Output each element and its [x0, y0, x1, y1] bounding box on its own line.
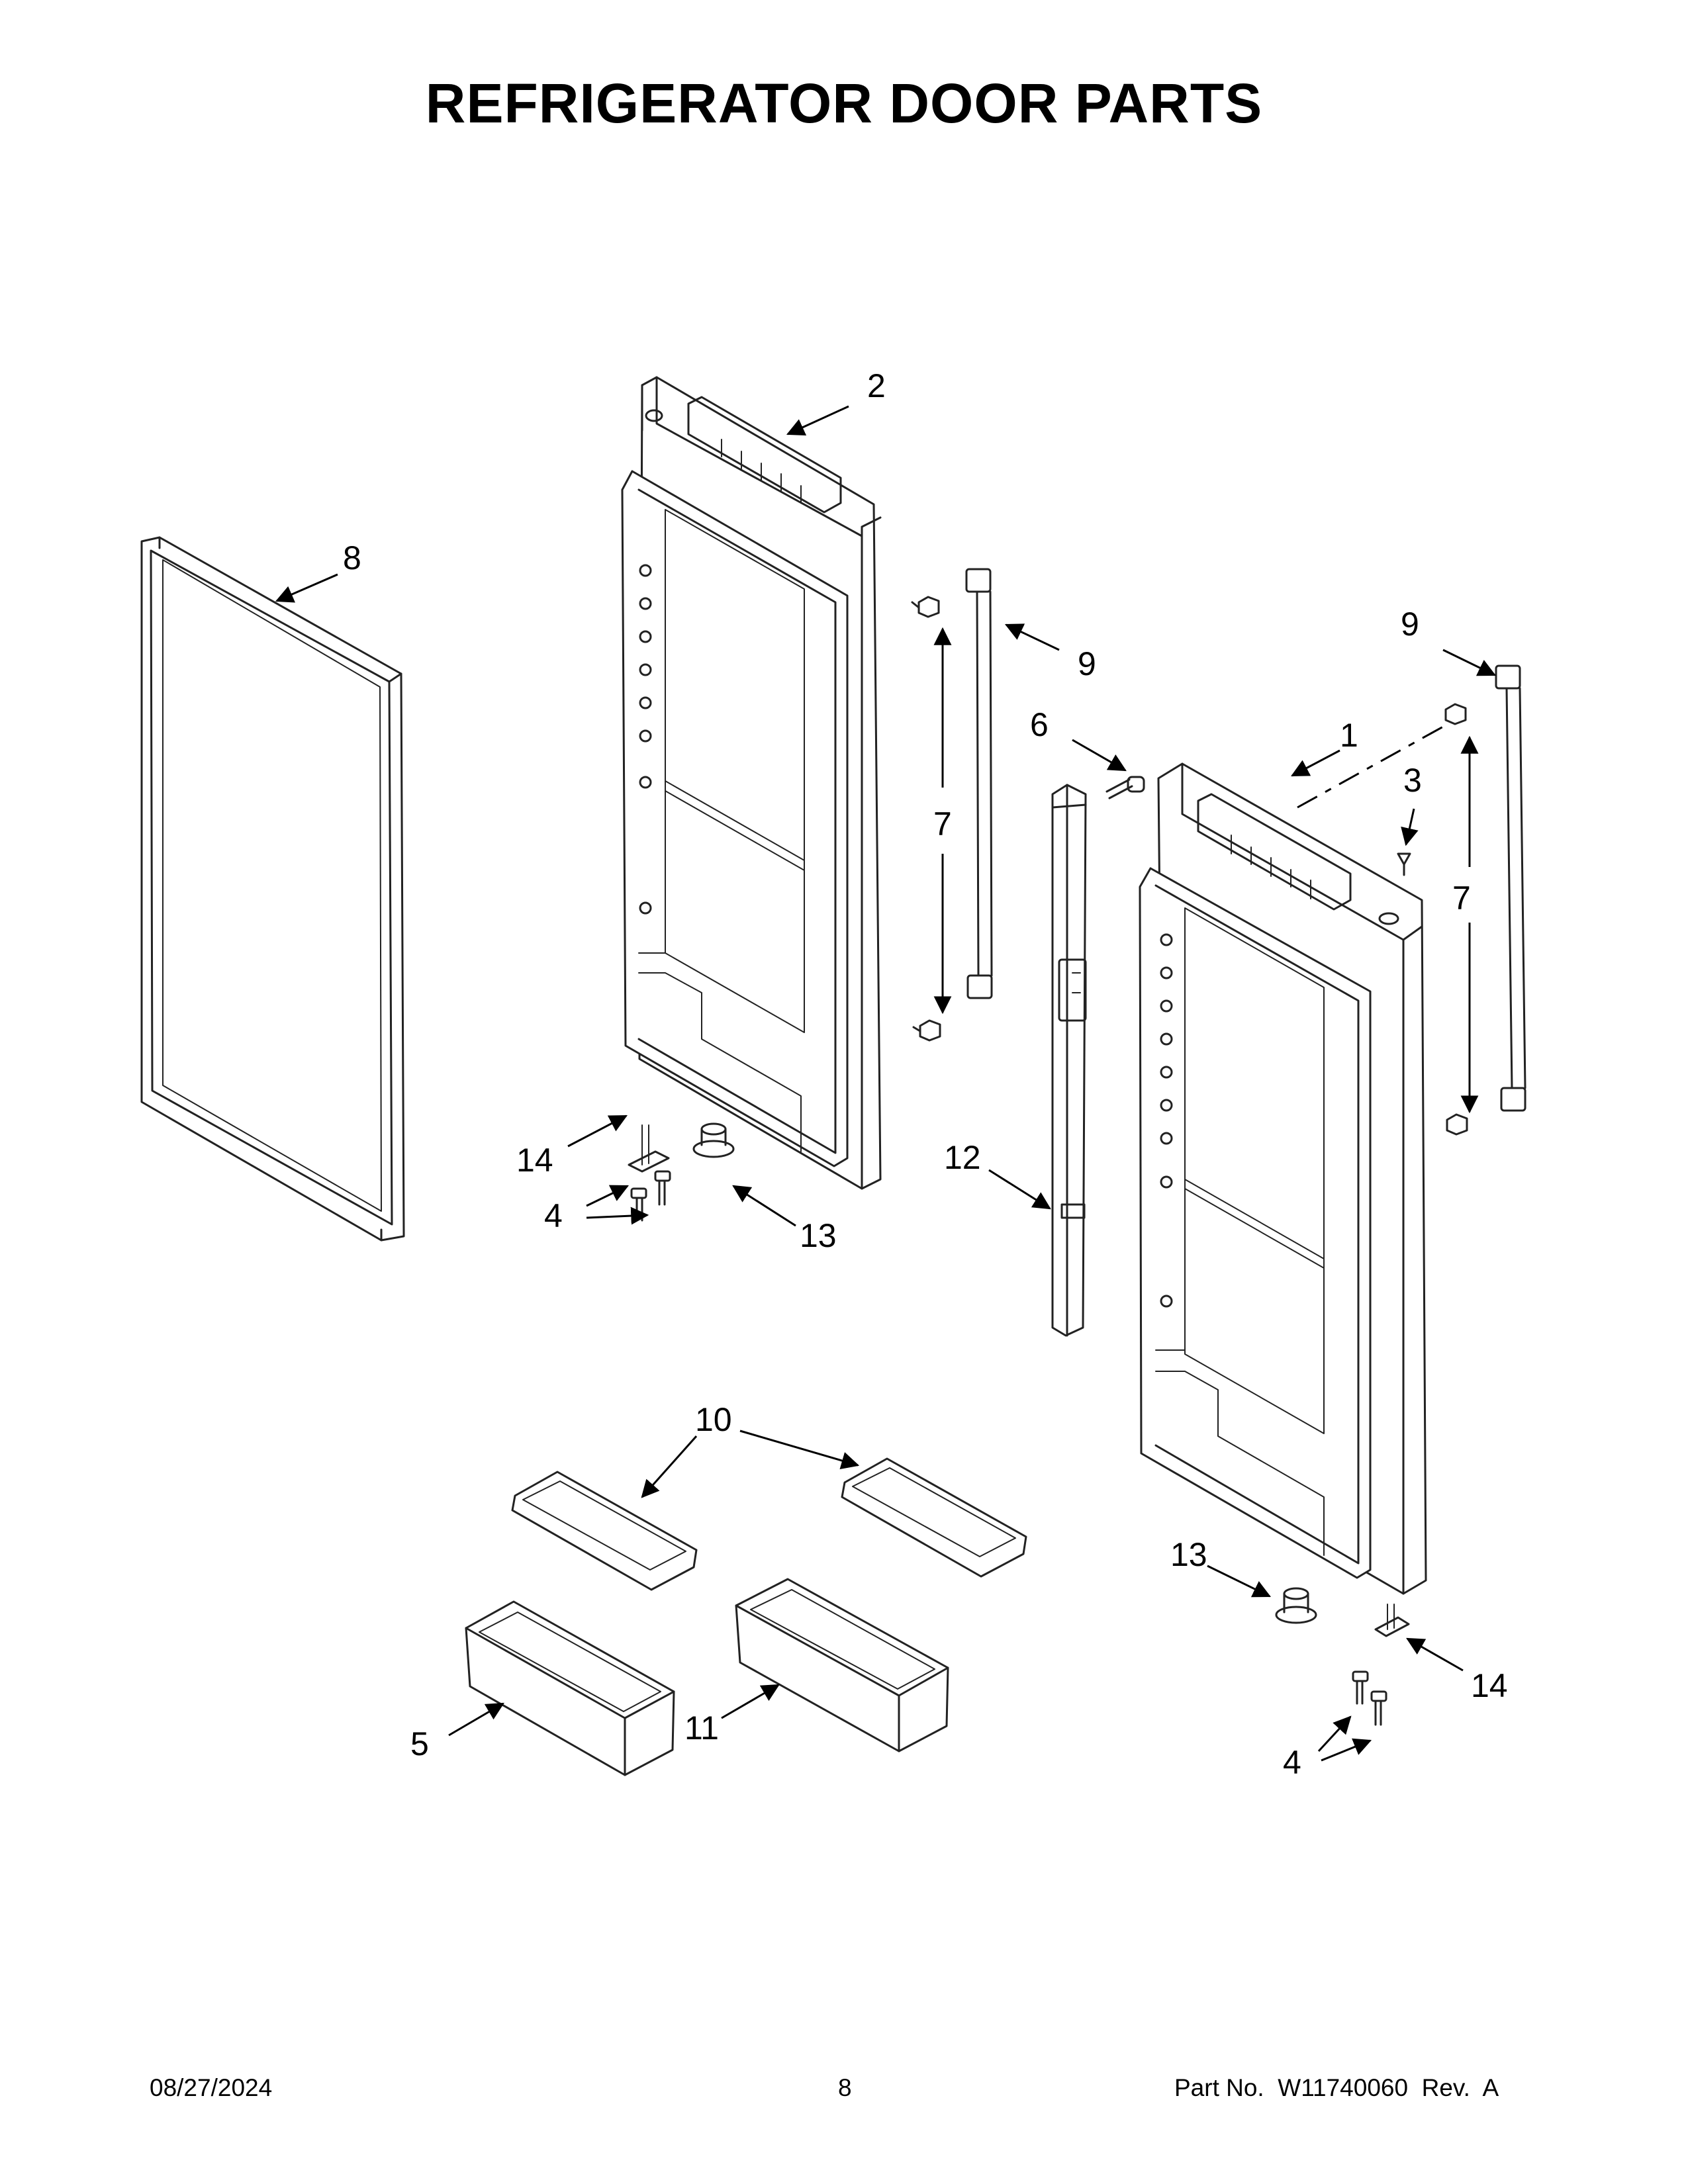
footer-part-number: Part No. W11740060 Rev. A	[1174, 2074, 1499, 2101]
right-hinge-shim	[1374, 1604, 1410, 1637]
callout-11: 11	[684, 1709, 719, 1747]
left-door-handle	[965, 568, 993, 999]
door-gasket	[140, 536, 405, 1242]
callout-7-right: 7	[1452, 880, 1471, 917]
left-hinge-bushing	[692, 1122, 735, 1158]
callout-13-right: 13	[1170, 1536, 1207, 1573]
right-handle-mount-bottom	[1446, 1113, 1468, 1136]
callout-4-right: 4	[1283, 1744, 1301, 1781]
callout-9-left: 9	[1078, 645, 1096, 682]
callout-6: 6	[1030, 706, 1049, 743]
mullion-spring-part	[1105, 776, 1145, 799]
callout-2: 2	[867, 367, 886, 404]
right-door	[1139, 762, 1427, 1595]
left-door	[621, 376, 882, 1190]
callout-7-left: 7	[933, 805, 952, 842]
callout-5: 5	[410, 1725, 429, 1762]
left-handle-mount-bottom	[912, 1019, 941, 1042]
page-title: REFRIGERATOR DOOR PARTS	[425, 72, 1263, 134]
footer-date: 08/27/2024	[150, 2074, 273, 2101]
callout-14-right: 14	[1471, 1667, 1508, 1704]
callout-8: 8	[343, 539, 361, 576]
right-hinge-bushing	[1275, 1587, 1317, 1624]
right-door-handle	[1495, 664, 1526, 1112]
callout-12: 12	[944, 1139, 981, 1176]
door-bin-cover-left	[511, 1471, 698, 1591]
door-bin-cover-right	[841, 1457, 1027, 1578]
callout-9-right: 9	[1401, 606, 1419, 643]
left-hinge-screw-2	[654, 1170, 671, 1206]
callout-10: 10	[695, 1401, 732, 1438]
door-mullion	[1051, 784, 1087, 1337]
left-handle-mount-top	[911, 596, 940, 618]
callout-numbers: 2 8 9 7 6 1 3 9 7 14 4 13 12 10 13 14 11…	[343, 367, 1508, 1781]
door-bin-left	[465, 1600, 675, 1776]
door-bin-right	[735, 1578, 949, 1752]
callout-14-left: 14	[516, 1142, 553, 1179]
callout-3: 3	[1403, 762, 1422, 799]
right-hinge-screw-2	[1370, 1690, 1387, 1726]
footer-page-number: 8	[838, 2074, 852, 2101]
right-hinge-screw-1	[1352, 1670, 1369, 1705]
callout-1: 1	[1340, 717, 1358, 754]
callout-13-left: 13	[800, 1217, 837, 1254]
left-hinge-shim	[628, 1124, 670, 1173]
right-door-hinge-screw	[1397, 852, 1411, 876]
right-handle-mount-top	[1444, 703, 1467, 725]
callout-4-left: 4	[544, 1197, 563, 1234]
leader-lines	[275, 405, 1497, 1762]
